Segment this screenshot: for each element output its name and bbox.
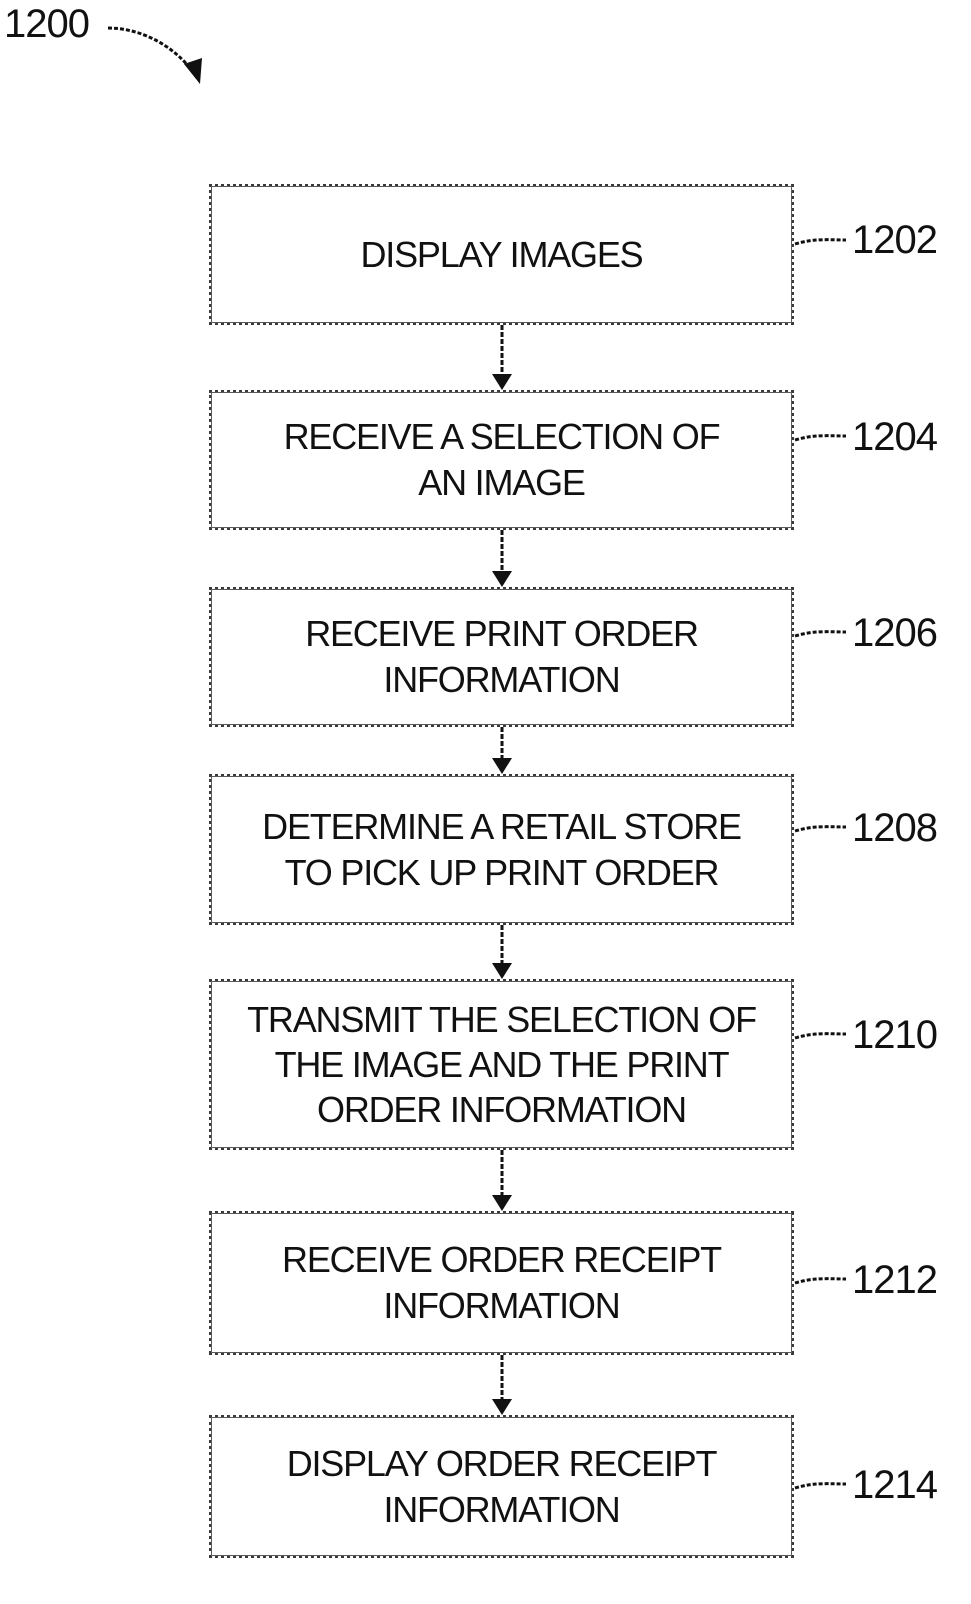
step-label-1214: DISPLAY ORDER RECEIPT INFORMATION xyxy=(286,1442,718,1530)
step-box-1212: RECEIVE ORDER RECEIPT INFORMATION xyxy=(209,1211,794,1355)
reference-leaders xyxy=(794,238,847,1490)
step-reference-1202: 1202 xyxy=(852,218,938,262)
step-label-1202: DISPLAY IMAGES xyxy=(360,233,644,275)
leader-1206 xyxy=(794,630,847,638)
step-reference-1212: 1212 xyxy=(852,1258,938,1302)
step-box-1204: RECEIVE A SELECTION OF AN IMAGE xyxy=(209,390,794,530)
step-label-1204: RECEIVE A SELECTION OF AN IMAGE xyxy=(283,416,721,503)
leader-1212 xyxy=(794,1277,847,1285)
step-box-1206: RECEIVE PRINT ORDER INFORMATION xyxy=(209,587,794,727)
arrowhead-1204-1206 xyxy=(492,571,512,587)
arrowhead-1210-1212 xyxy=(492,1195,512,1211)
step-label-1206: RECEIVE PRINT ORDER INFORMATION xyxy=(305,613,699,700)
arrowhead-1202-1204 xyxy=(492,374,512,390)
step-box-1210: TRANSMIT THE SELECTION OF THE IMAGE AND … xyxy=(209,979,794,1150)
step-reference-1204: 1204 xyxy=(852,415,938,459)
leader-1214 xyxy=(794,1482,847,1490)
arrowhead-1208-1210 xyxy=(492,963,512,979)
arrowhead-1206-1208 xyxy=(492,758,512,774)
step-box-1202: DISPLAY IMAGES xyxy=(209,184,794,325)
figure-reference-number: 1200 xyxy=(4,2,90,46)
figure-pointer-arrowhead xyxy=(184,58,202,84)
arrowhead-1212-1214 xyxy=(492,1399,512,1415)
step-label-1210: TRANSMIT THE SELECTION OF THE IMAGE AND … xyxy=(247,999,757,1130)
step-reference-1208: 1208 xyxy=(852,806,938,850)
figure-pointer-arrow xyxy=(107,26,198,77)
step-reference-1214: 1214 xyxy=(852,1463,938,1507)
leader-1208 xyxy=(794,825,847,833)
leader-1202 xyxy=(794,238,847,246)
leader-1210 xyxy=(794,1032,847,1040)
step-reference-1210: 1210 xyxy=(852,1013,938,1057)
step-label-1208: DETERMINE A RETAIL STORE TO PICK UP PRIN… xyxy=(262,805,742,893)
step-reference-1206: 1206 xyxy=(852,611,938,655)
step-box-1214: DISPLAY ORDER RECEIPT INFORMATION xyxy=(209,1415,794,1558)
leader-1204 xyxy=(794,434,847,442)
step-box-1208: DETERMINE A RETAIL STORE TO PICK UP PRIN… xyxy=(209,774,794,925)
step-label-1212: RECEIVE ORDER RECEIPT INFORMATION xyxy=(282,1239,722,1326)
